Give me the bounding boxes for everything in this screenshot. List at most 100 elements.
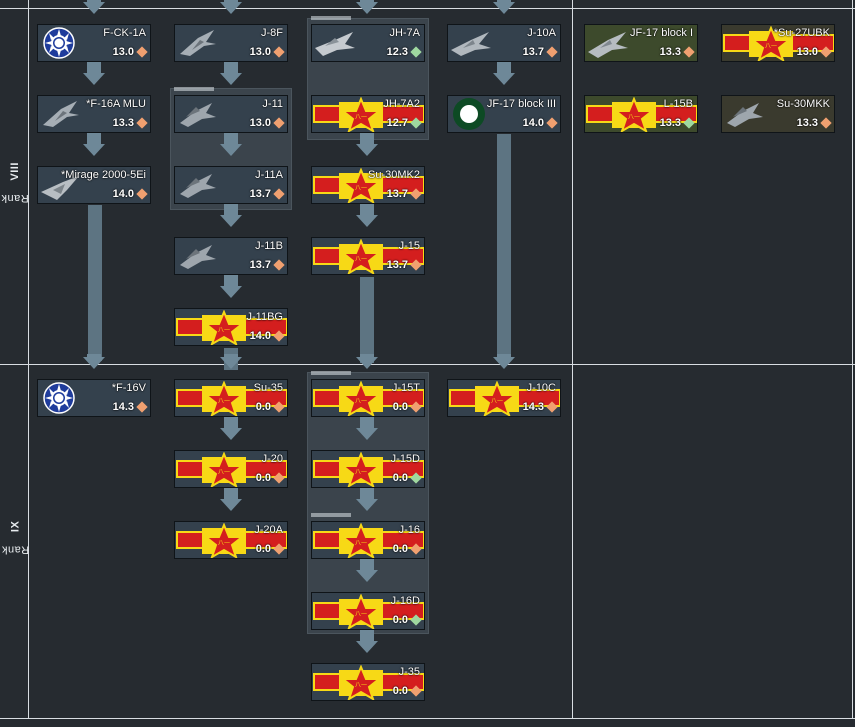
battle-rating: 13.0 xyxy=(112,46,134,58)
rank-ix-label: Rank IX xyxy=(1,520,29,556)
battle-rating: 0.0 xyxy=(392,614,408,626)
column-4-trunk xyxy=(497,134,511,360)
roc-roundel-icon xyxy=(43,27,75,59)
svg-text:八一: 八一 xyxy=(355,682,367,689)
connector-line xyxy=(360,354,374,357)
connector-line xyxy=(360,0,374,2)
vehicle-name: *Su-27UBK xyxy=(773,27,830,39)
battle-rating: 0.0 xyxy=(392,543,408,555)
connector-line xyxy=(360,630,374,641)
prc-flag-icon: 八一 xyxy=(313,239,424,274)
vehicle-name: *F-16A MLU xyxy=(86,98,146,110)
arrow-down-icon xyxy=(220,144,242,156)
arrow-down-icon xyxy=(83,144,105,156)
connector-line xyxy=(497,0,511,2)
svg-text:八一: 八一 xyxy=(218,398,230,405)
vehicle-name: JH-7A xyxy=(389,27,420,39)
jet-icon xyxy=(180,245,216,269)
vehicle-card-j-10a[interactable]: J-10A 13.7 xyxy=(447,24,561,62)
vehicle-card-l-15b[interactable]: 八一 L-15B 13.3 xyxy=(584,95,698,133)
vehicle-card-j-11[interactable]: J-11 13.0 xyxy=(174,95,288,133)
vehicle-card-j-10c[interactable]: 八一 J-10C 14.3 xyxy=(447,379,561,417)
vehicle-card-jf-17-block-iii[interactable]: JF-17 block III 14.0 xyxy=(447,95,561,133)
vehicle-name: JF-17 block III xyxy=(486,98,556,110)
arrow-down-icon xyxy=(220,357,242,369)
prc-flag-icon: 八一 xyxy=(176,381,287,416)
prc-flag-icon: 八一 xyxy=(313,452,424,487)
vehicle-card-j-15[interactable]: 八一 J-15 13.7 xyxy=(311,237,425,275)
prc-flag-icon: 八一 xyxy=(313,381,424,416)
vehicle-card-f-ck-1a[interactable]: F-CK-1A 13.0 xyxy=(37,24,151,62)
jet-icon xyxy=(451,32,491,56)
jet-icon xyxy=(180,103,216,127)
vehicle-card-jh-7a2[interactable]: 八一 JH-7A2 12.7 xyxy=(311,95,425,133)
arrow-down-icon xyxy=(83,73,105,85)
stack-tab xyxy=(311,513,351,517)
vehicle-name: JF-17 block I xyxy=(630,27,693,39)
diamond-icon xyxy=(273,46,285,58)
vehicle-card-su-27ubk[interactable]: 八一 *Su-27UBK 13.0 xyxy=(721,24,835,62)
vehicle-card-j-15t[interactable]: 八一 J-15T 0.0 xyxy=(311,379,425,417)
vehicle-name: J-15T xyxy=(391,382,420,394)
arrow-down-icon xyxy=(356,144,378,156)
connector-line xyxy=(497,62,511,73)
arrow-down-icon xyxy=(220,286,242,298)
battle-rating: 0.0 xyxy=(255,401,271,413)
vehicle-card-j-11b[interactable]: J-11B 13.7 xyxy=(174,237,288,275)
vehicle-name: J-8F xyxy=(261,27,283,39)
rank-column-divider xyxy=(28,0,29,719)
prc-flag-icon: 八一 xyxy=(176,452,287,487)
vehicle-card-mirage-2000-5ei[interactable]: *Mirage 2000-5Ei 14.0 xyxy=(37,166,151,204)
connector-line xyxy=(224,133,238,144)
arrow-down-icon xyxy=(356,499,378,511)
battle-rating: 13.7 xyxy=(386,259,408,271)
vehicle-name: J-11 xyxy=(262,98,283,110)
vehicle-name: *F-16V xyxy=(111,382,146,394)
stack-tab xyxy=(174,87,214,91)
battle-rating: 13.0 xyxy=(796,46,818,58)
connector-line xyxy=(224,354,238,357)
premium-column-divider xyxy=(572,0,573,719)
vehicle-card-f-16a-mlu[interactable]: *F-16A MLU 13.3 xyxy=(37,95,151,133)
vehicle-card-j-11a[interactable]: J-11A 13.7 xyxy=(174,166,288,204)
battle-rating: 0.0 xyxy=(255,543,271,555)
battle-rating: 13.3 xyxy=(659,117,681,129)
vehicle-card-su-35[interactable]: 八一 Su-35 0.0 xyxy=(174,379,288,417)
vehicle-card-j-11bg[interactable]: 八一 J-11BG 14.0 xyxy=(174,308,288,346)
jet-icon xyxy=(315,32,355,56)
connector-line xyxy=(360,204,374,215)
diamond-icon xyxy=(546,117,558,129)
vehicle-card-j-16[interactable]: 八一 J-16 0.0 xyxy=(311,521,425,559)
arrow-down-icon xyxy=(220,73,242,85)
prc-flag-icon: 八一 xyxy=(176,310,287,345)
arrow-down-icon xyxy=(83,357,105,369)
vehicle-card-jh-7a[interactable]: JH-7A 12.3 xyxy=(311,24,425,62)
vehicle-card-f-16v[interactable]: *F-16V 14.3 xyxy=(37,379,151,417)
prc-flag-icon: 八一 xyxy=(313,523,424,558)
diamond-icon xyxy=(820,117,832,129)
vehicle-card-j-8f[interactable]: J-8F 13.0 xyxy=(174,24,288,62)
connector-line xyxy=(87,62,101,73)
connector-line xyxy=(224,417,238,428)
vehicle-card-j-20[interactable]: 八一 J-20 0.0 xyxy=(174,450,288,488)
battle-rating: 14.0 xyxy=(249,330,271,342)
vehicle-card-j-20a[interactable]: 八一 J-20A 0.0 xyxy=(174,521,288,559)
vehicle-card-j-35[interactable]: 八一 J-35 0.0 xyxy=(311,663,425,701)
vehicle-card-j-15d[interactable]: 八一 J-15D 0.0 xyxy=(311,450,425,488)
vehicle-card-j-16d[interactable]: 八一 J-16D 0.0 xyxy=(311,592,425,630)
arrow-down-icon xyxy=(220,428,242,440)
vehicle-name: Su-35 xyxy=(253,382,283,394)
vehicle-card-jf-17-block-i[interactable]: JF-17 block I 13.3 xyxy=(584,24,698,62)
diamond-icon xyxy=(546,46,558,58)
vehicle-card-su-30mk2[interactable]: 八一 Su-30MK2 13.7 xyxy=(311,166,425,204)
connector-line xyxy=(224,204,238,215)
roc-roundel-icon xyxy=(43,382,75,414)
diamond-icon xyxy=(136,401,148,413)
arrow-down-icon xyxy=(220,215,242,227)
vehicle-card-su-30mkk[interactable]: Su-30MKK 13.3 xyxy=(721,95,835,133)
svg-text:八一: 八一 xyxy=(218,540,230,547)
diamond-icon xyxy=(136,117,148,129)
connector-line xyxy=(360,488,374,499)
prc-flag-icon: 八一 xyxy=(313,594,424,629)
